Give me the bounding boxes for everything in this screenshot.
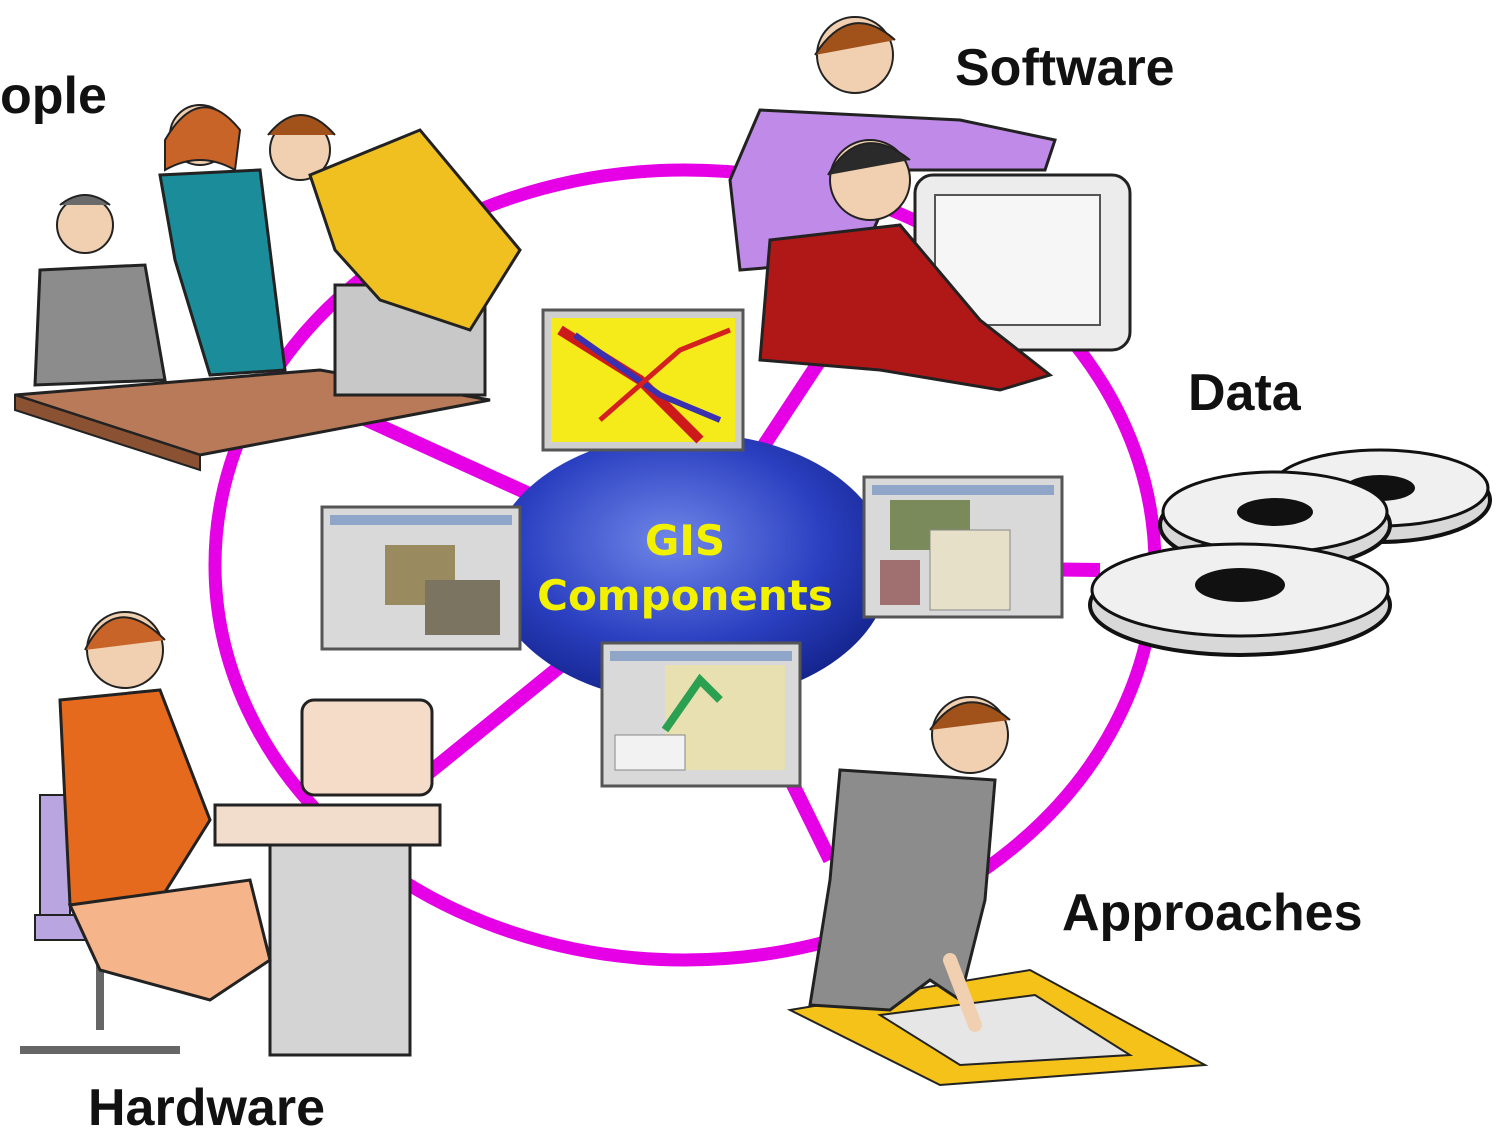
- center-title-line2: Components: [537, 571, 833, 620]
- label-hardware: Hardware: [88, 1079, 325, 1130]
- label-approaches: Approaches: [1062, 884, 1363, 942]
- label-software: Software: [955, 39, 1175, 97]
- label-data: Data: [1188, 364, 1302, 422]
- approaches-illustration: [786, 696, 1209, 1087]
- map-screenshot-left: [320, 505, 522, 651]
- people-illustration: [14, 104, 522, 472]
- map-screenshot-top: [541, 308, 745, 452]
- center-title-line1: GIS: [645, 516, 725, 565]
- software-illustration: [728, 16, 1132, 392]
- map-screenshot-bottom: [600, 641, 802, 788]
- hardware-illustration: [20, 611, 442, 1057]
- center-hub: GIS Components: [490, 433, 890, 703]
- label-people: ople: [0, 67, 107, 125]
- map-screenshot-right: [862, 475, 1064, 619]
- data-illustration: [1088, 448, 1492, 657]
